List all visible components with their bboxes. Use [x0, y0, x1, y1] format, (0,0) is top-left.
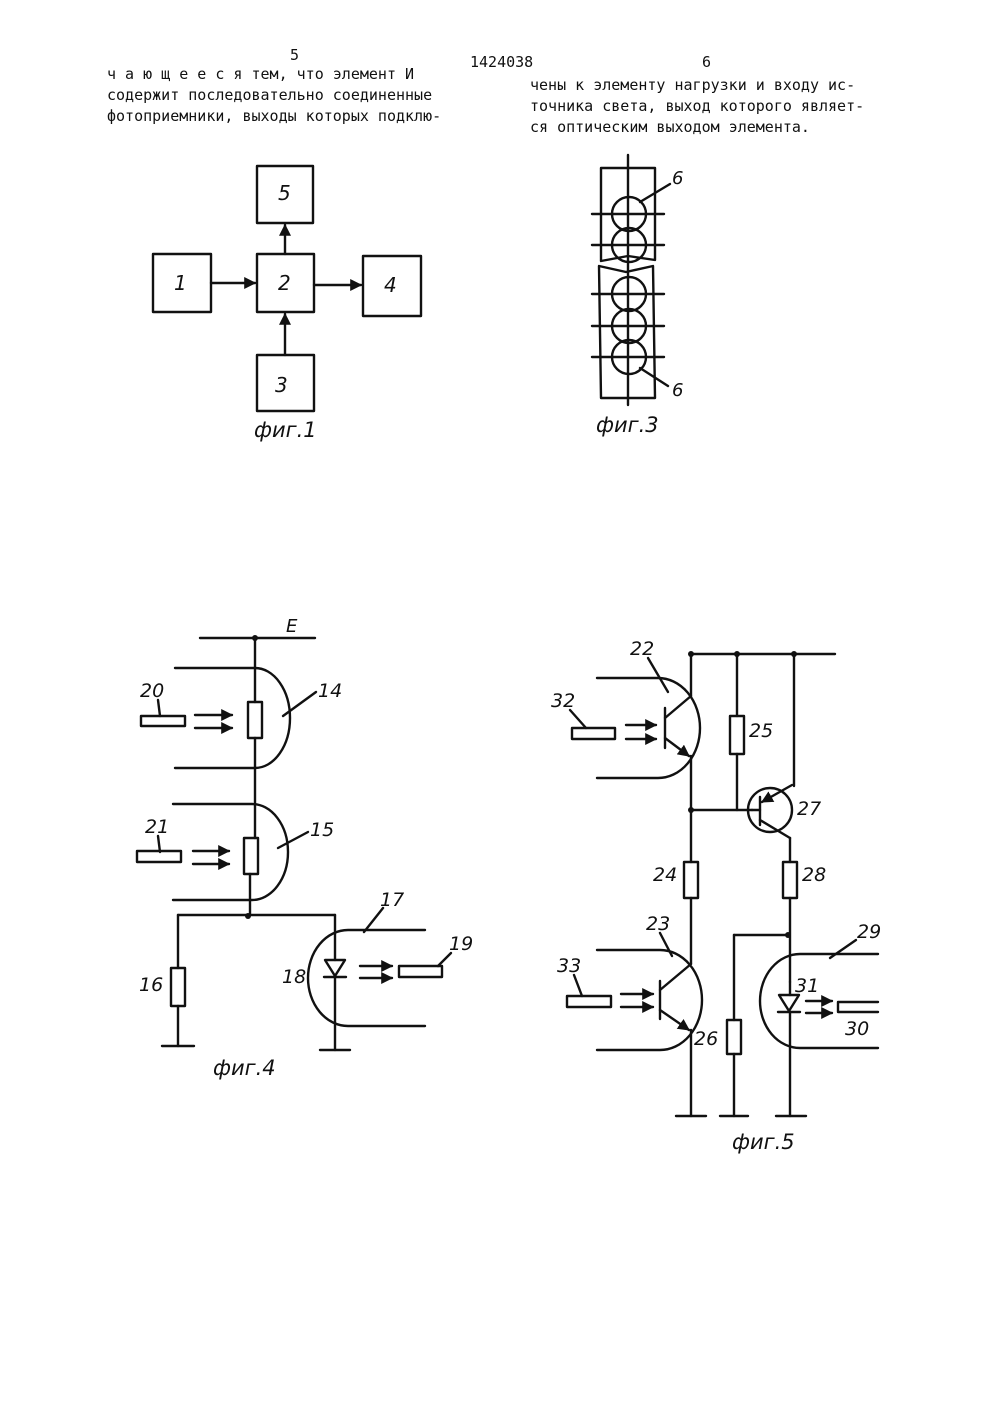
fig1-label-2: 2: [278, 271, 291, 295]
fig5-label-29: 29: [857, 921, 881, 943]
fig4-label-E: E: [286, 616, 298, 637]
fig5-resistor-28: [783, 862, 797, 898]
fig3-diagram: 6 6 фиг.3: [592, 155, 683, 437]
fig5-label-22: 22: [630, 638, 654, 660]
fig5-label-25: 25: [749, 720, 773, 742]
fig1-label-1: 1: [174, 271, 187, 295]
fig4-optocoupler-14: [175, 668, 290, 768]
fig5-label-27: 27: [797, 798, 821, 820]
fig4-caption: фиг.4: [213, 1056, 276, 1080]
fig5-label-32: 32: [551, 690, 575, 712]
fig1-block-diagram: 1 2 3 4 5 фиг.1: [153, 166, 421, 442]
fig4-label-18: 18: [282, 966, 306, 988]
fig5-light-receiver-30: [838, 1002, 878, 1012]
fig5-light-source-32: [572, 728, 615, 739]
fig4-label-21: 21: [145, 816, 169, 838]
fig5-optocoupler-23: [597, 950, 702, 1050]
fig5-circuit: 22 32 25 27 24 28 23 29 33 31 30 26 фиг.…: [551, 638, 881, 1154]
fig1-label-4: 4: [384, 273, 397, 297]
fig4-label-20: 20: [140, 680, 164, 702]
fig5-label-31: 31: [795, 975, 819, 997]
fig4-label-19: 19: [449, 933, 473, 955]
fig4-label-14: 14: [318, 680, 342, 702]
fig5-label-28: 28: [802, 864, 826, 886]
fig5-resistor-26: [727, 1020, 741, 1054]
fig5-resistor-25: [730, 716, 744, 754]
fig5-resistor-24: [684, 862, 698, 898]
fig3-label-6-top: 6: [672, 168, 683, 189]
fig5-caption: фиг.5: [732, 1130, 795, 1154]
fig4-light-receiver-19: [399, 966, 442, 977]
fig3-label-6-bottom: 6: [672, 380, 683, 401]
fig4-light-source-20: [141, 716, 185, 726]
fig4-label-15: 15: [310, 819, 334, 841]
fig1-caption: фиг.1: [254, 418, 317, 442]
fig4-led-18: [325, 960, 345, 976]
fig5-led-31: [779, 995, 799, 1011]
fig5-label-26: 26: [694, 1028, 718, 1050]
fig4-optocoupler-15: [173, 804, 288, 900]
fig5-light-source-33: [567, 996, 611, 1007]
fig4-label-16: 16: [139, 974, 163, 996]
fig5-label-33: 33: [557, 955, 581, 977]
fig5-label-30: 30: [845, 1018, 869, 1040]
fig5-label-24: 24: [653, 864, 677, 886]
fig1-label-3: 3: [275, 373, 288, 397]
fig4-circuit: E 20 14 21: [137, 616, 473, 1080]
fig4-resistor-16: [171, 968, 185, 1006]
fig1-label-5: 5: [278, 181, 291, 205]
fig5-label-23: 23: [646, 913, 670, 935]
fig3-caption: фиг.3: [596, 413, 659, 437]
